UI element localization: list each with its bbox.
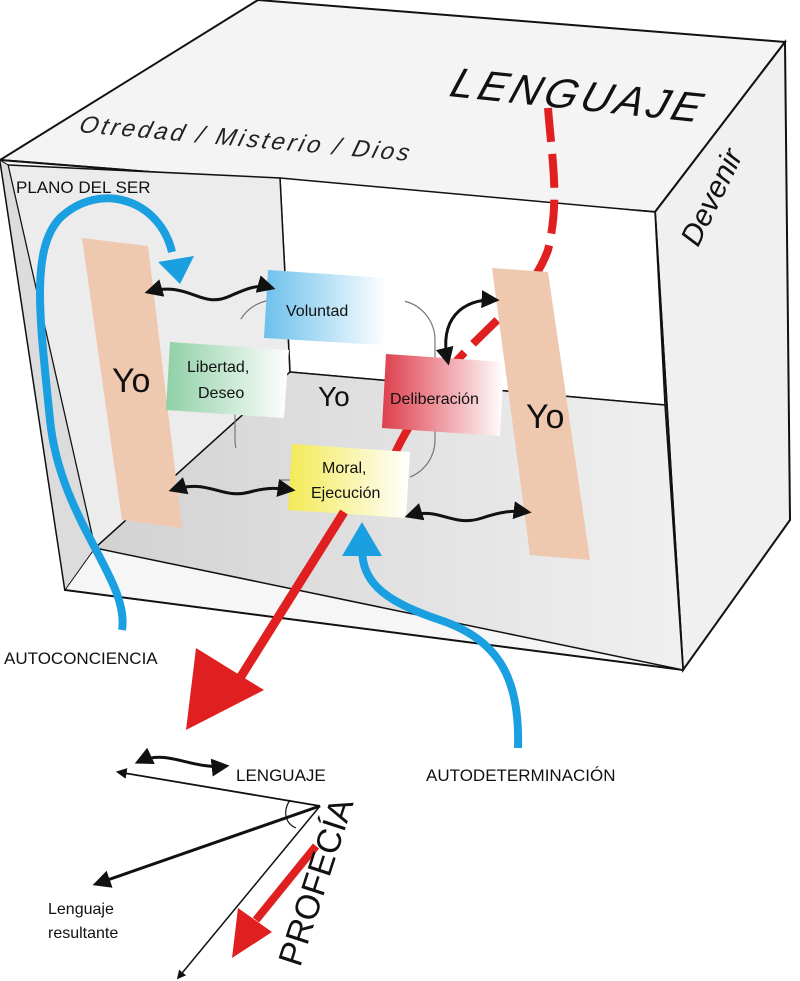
yo-left-panel: Yo (82, 238, 182, 528)
arrow-yo-moral (168, 477, 296, 497)
voluntad-label: Voluntad (286, 303, 348, 320)
red-main-arrow (186, 509, 348, 730)
autoconciencia-label: AUTOCONCIENCIA (4, 649, 158, 668)
resultante-vector (92, 804, 321, 888)
profecia-vector (176, 805, 321, 980)
yo-right-label: Yo (526, 398, 564, 436)
libertad-card: Libertad, Deseo (166, 342, 289, 418)
profecia-red-arrow (232, 843, 320, 958)
autodeterminacion-label: AUTODETERMINACIÓN (426, 766, 616, 785)
deliberacion-label: Deliberación (390, 391, 479, 408)
lenguaje-resultante-label-2: resultante (48, 925, 118, 942)
voluntad-card: Voluntad (264, 270, 387, 345)
arrow-deliberacion-yo (435, 290, 500, 366)
moral-label-1: Moral, (322, 460, 366, 477)
moral-label-2: Ejecución (311, 485, 380, 502)
deliberacion-card: Deliberación (382, 354, 504, 436)
yo-left-label: Yo (112, 362, 150, 400)
autodeterminacion-arrow (342, 522, 523, 749)
arrow-moral-yo (404, 501, 532, 523)
moral-card: Moral, Ejecución (288, 444, 410, 518)
autoconciencia-arrow (36, 194, 194, 631)
plano-del-ser-label: PLANO DEL SER (16, 178, 150, 197)
lenguaje-resultante-label-1: Lenguaje (48, 901, 114, 918)
lenguaje-bottom-label: LENGUAJE (236, 766, 326, 785)
lenguaje-small-arrow (134, 747, 230, 777)
libertad-label-1: Libertad, (187, 359, 249, 376)
lenguaje-vector (115, 768, 321, 807)
black-connector-arrows (144, 275, 532, 523)
libertad-label-2: Deseo (198, 385, 244, 402)
vector-diagram (92, 747, 321, 980)
angle-arc (285, 799, 297, 829)
arrow-yo-voluntad (144, 275, 276, 302)
yo-center-label: Yo (318, 381, 350, 412)
yo-right-panel: Yo (492, 268, 590, 560)
